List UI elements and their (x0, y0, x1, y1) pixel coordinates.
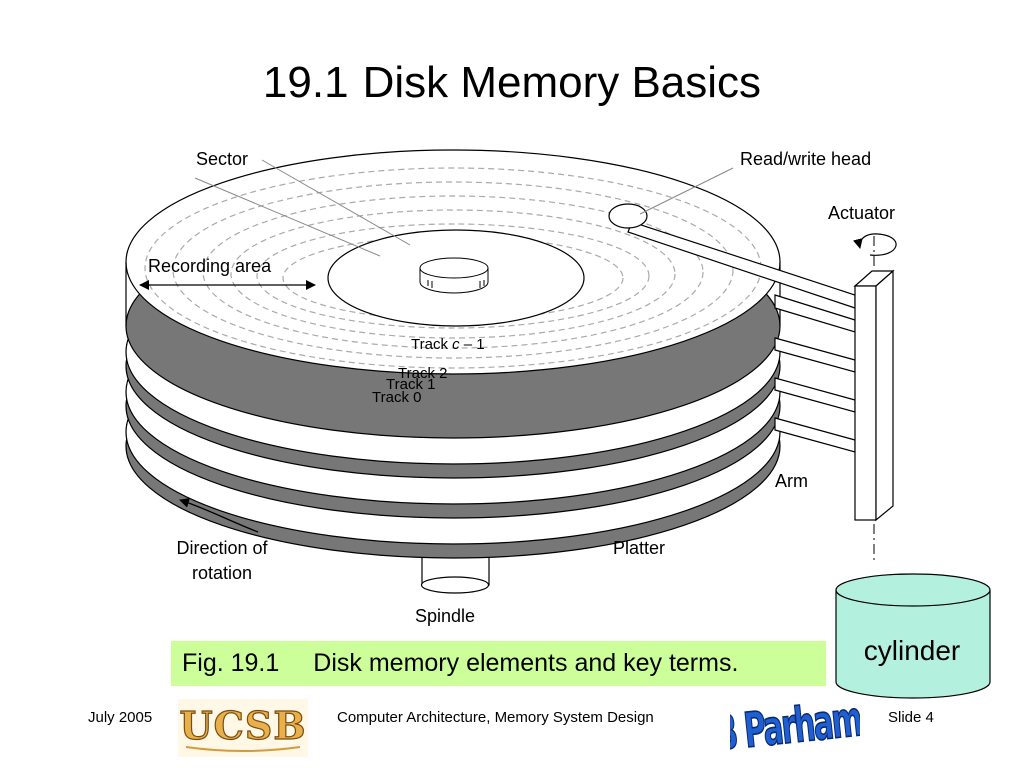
arms (627, 221, 856, 453)
figure-text: Disk memory elements and key terms. (313, 649, 739, 677)
actuator-post (853, 269, 895, 522)
label-cylinder: cylinder (864, 635, 960, 666)
label-track-0: Track 0 (372, 389, 421, 406)
label-read-write-head: Read/write head (740, 149, 871, 169)
label-actuator: Actuator (828, 203, 895, 223)
ucsb-logo-text: UCSB (180, 703, 307, 748)
figure-number: Fig. 19.1 (182, 649, 280, 677)
label-direction-line1: Direction of (176, 538, 268, 558)
track-c-suffix: – 1 (460, 336, 485, 353)
track-c-prefix: Track (411, 336, 452, 353)
label-track-2: Track 2 (398, 365, 447, 382)
actuator-rotation-arrow (852, 233, 897, 256)
footer-course: Computer Architecture, Memory System Des… (337, 709, 654, 726)
section-number: 19.1 (262, 58, 349, 107)
label-sector: Sector (196, 149, 248, 169)
figure-caption: Fig. 19.1 Disk memory elements and key te… (171, 641, 826, 686)
label-track-c-minus-1: Track c – 1 (411, 336, 485, 353)
read-write-head (608, 203, 648, 229)
footer-date: July 2005 (88, 709, 153, 726)
label-spindle: Spindle (415, 606, 475, 626)
slide-heading: Disk Memory Basics (362, 58, 762, 107)
ucsb-logo: UCSB (178, 699, 308, 757)
track-c-var: c (452, 336, 460, 353)
label-recording-area: Recording area (148, 256, 272, 276)
label-direction-line2: rotation (192, 563, 252, 583)
slide-title: 19.1 Disk Memory Basics (0, 58, 1024, 108)
label-platter: Platter (613, 538, 665, 558)
rotation-arrow (179, 497, 259, 533)
hub-cylinder (419, 257, 489, 294)
cylinder-shape (835, 573, 991, 699)
leader-lines (194, 159, 734, 257)
signature-logo: B Parhami (730, 694, 860, 760)
label-arm: Arm (775, 471, 808, 491)
footer-slide-number: Slide 4 (888, 709, 934, 726)
signature-text: B Parhami (730, 694, 860, 760)
label-track-1: Track 1 (386, 376, 435, 393)
